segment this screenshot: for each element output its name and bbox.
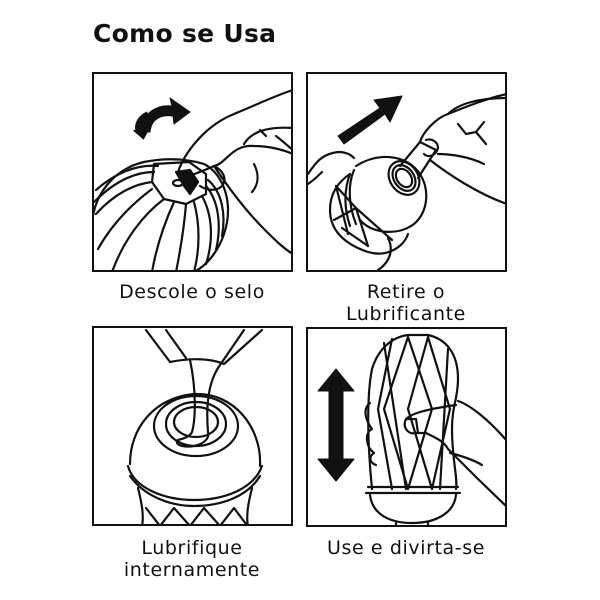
hands bbox=[308, 93, 505, 270]
egg-body bbox=[94, 158, 229, 270]
step-1-panel bbox=[92, 72, 293, 272]
hand bbox=[176, 89, 291, 255]
vertical-double-arrow-icon bbox=[317, 368, 355, 482]
step-4-illustration bbox=[317, 333, 505, 525]
step-2-illustration bbox=[308, 93, 505, 270]
diagonal-arrow-icon bbox=[337, 95, 403, 145]
step-3-illustration bbox=[126, 328, 264, 524]
curved-arrow-icon bbox=[133, 97, 191, 140]
page-title: Como se Usa bbox=[93, 19, 277, 48]
step-4-panel bbox=[306, 327, 507, 527]
step-3-caption: Lubrifique internamente bbox=[72, 537, 312, 581]
step-1-caption: Descole o selo bbox=[72, 281, 312, 303]
cup bbox=[364, 333, 462, 525]
cup bbox=[328, 140, 438, 255]
step-3-panel bbox=[92, 326, 293, 526]
lubricant-pouch bbox=[144, 328, 264, 370]
step-4-caption: Use e divirta-se bbox=[286, 537, 526, 559]
hand bbox=[364, 399, 505, 507]
step-2-caption-line-1: Retire o bbox=[366, 281, 446, 303]
step-4-caption-line: Use e divirta-se bbox=[326, 537, 486, 559]
step-3-caption-line-2: internamente bbox=[123, 559, 261, 581]
cup-top bbox=[126, 392, 264, 524]
step-2-panel bbox=[306, 72, 507, 272]
step-3-caption-line-1: Lubrifique bbox=[141, 537, 243, 559]
step-1-illustration bbox=[94, 89, 291, 270]
step-2-caption: Retire o Lubrificante bbox=[286, 281, 526, 325]
step-2-caption-line-2: Lubrificante bbox=[346, 303, 466, 325]
step-1-caption-line: Descole o selo bbox=[119, 281, 265, 303]
